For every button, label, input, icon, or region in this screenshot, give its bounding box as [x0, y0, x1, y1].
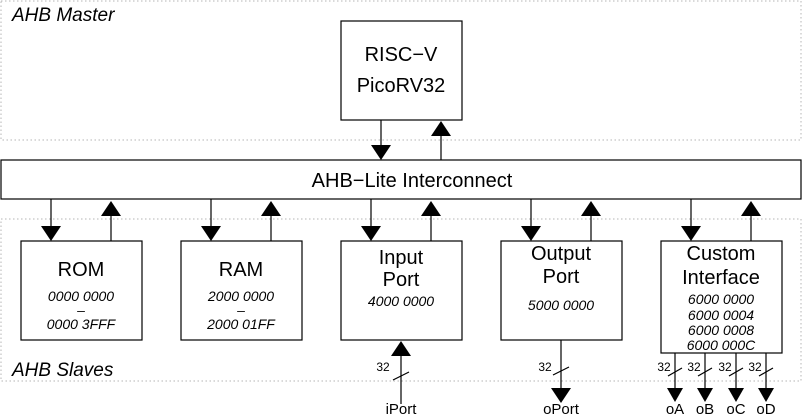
custom-addr-4: 6000 000C [687, 337, 756, 353]
output-od-arrow: 32 oD [748, 353, 776, 417]
oport-signal: oPort [543, 401, 580, 417]
oa-bus-width: 32 [657, 360, 671, 374]
iport-bus-slash [392, 371, 410, 381]
output-oc-arrow: 32 oC [718, 353, 746, 417]
custom-title-2: Interface [682, 267, 760, 289]
iport-input-arrow: 32 iPort [376, 341, 417, 417]
custom-interface-block: Custom Interface 6000 0000 6000 0004 600… [660, 240, 783, 354]
ob-signal: oB [696, 401, 714, 417]
output-oa-arrow: 32 oA [657, 353, 684, 417]
ahb-master-label: AHB Master [11, 5, 115, 26]
ram-addr-start: 2000 0000 [207, 288, 274, 304]
input-port-block: Input Port 4000 0000 [340, 240, 463, 341]
custom-addr-1: 6000 0000 [688, 291, 754, 307]
ram-addr-dash: – [236, 302, 245, 318]
cpu-name: RISC−V [365, 44, 438, 66]
interconnect-label: AHB−Lite Interconnect [312, 170, 513, 192]
ahb-lite-interconnect: AHB−Lite Interconnect [0, 159, 802, 200]
ram-arrow-down [201, 199, 221, 241]
ram-arrow-up [261, 201, 281, 241]
oport-output-arrow: 32 oPort [538, 340, 580, 417]
oa-signal: oA [666, 401, 684, 417]
ram-block: RAM 2000 0000 – 2000 01FF [180, 240, 303, 341]
cpu-core: PicoRV32 [357, 75, 446, 97]
custom-addr-2: 6000 0004 [688, 307, 754, 323]
iport-bus-width: 32 [376, 360, 390, 374]
output-port-title-2: Port [543, 266, 580, 288]
output-port-block: Output Port 5000 0000 [500, 240, 623, 341]
cpu-request-arrow [371, 120, 391, 160]
output-ob-arrow: 32 oB [687, 353, 714, 417]
ahb-master-region [0, 0, 802, 141]
rom-arrow-up [101, 201, 121, 241]
output-port-title-1: Output [531, 243, 591, 265]
output-port-arrow-down [521, 199, 541, 241]
oport-bus-slash [552, 366, 570, 376]
rom-addr-start: 0000 0000 [48, 288, 114, 304]
od-bus-width: 32 [748, 360, 762, 374]
input-port-addr: 4000 0000 [368, 293, 434, 309]
output-port-addr: 5000 0000 [528, 297, 594, 313]
input-port-title-2: Port [383, 269, 420, 291]
input-port-arrow-down [361, 199, 381, 241]
input-port-title-1: Input [379, 247, 424, 269]
rom-arrow-down [41, 199, 61, 241]
ahb-slaves-label: AHB Slaves [11, 360, 114, 381]
input-port-arrow-up [421, 201, 441, 241]
custom-arrow-down [681, 199, 701, 241]
cpu-response-arrow [431, 121, 451, 160]
custom-arrow-up [741, 201, 761, 241]
oport-bus-width: 32 [538, 360, 552, 374]
custom-title-1: Custom [687, 243, 756, 265]
rom-addr-dash: – [76, 302, 85, 318]
od-signal: oD [756, 401, 775, 417]
output-port-arrow-up [581, 201, 601, 241]
rom-block: ROM 0000 0000 – 0000 3FFF [20, 240, 143, 341]
ram-addr-end: 2000 01FF [206, 316, 276, 332]
ob-bus-width: 32 [687, 360, 701, 374]
ahb-slaves-region [0, 218, 802, 382]
iport-signal: iPort [386, 401, 418, 417]
custom-addr-3: 6000 0008 [688, 322, 754, 338]
ram-title: RAM [219, 259, 263, 281]
rom-title: ROM [58, 259, 105, 281]
oc-signal: oC [726, 401, 745, 417]
oc-bus-width: 32 [718, 360, 732, 374]
cpu-block: RISC−V PicoRV32 [340, 20, 463, 121]
rom-addr-end: 0000 3FFF [47, 316, 117, 332]
